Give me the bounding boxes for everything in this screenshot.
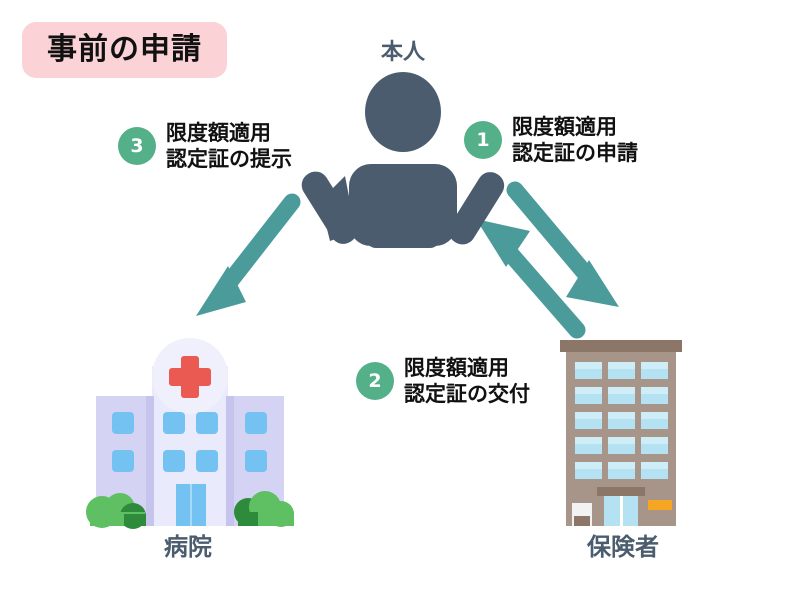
- node-label-insurer: 保険者: [587, 533, 659, 561]
- step-3-number: 3: [118, 127, 156, 166]
- hospital-wing-right-edge: [226, 396, 234, 526]
- hospital-entrance-split: [190, 484, 192, 526]
- person-head: [365, 72, 441, 152]
- step-2-label: 限度額適用 認定証の交付: [404, 355, 530, 408]
- step-1-label: 限度額適用 認定証の申請: [512, 114, 638, 167]
- step-2-line-2: 認定証の交付: [404, 382, 530, 407]
- red-cross-icon: [169, 356, 211, 398]
- title-badge: 事前の申請: [22, 22, 227, 78]
- step-1: 1 限度額適用 認定証の申請: [464, 114, 638, 167]
- hospital-bushes: [86, 491, 294, 529]
- step-3: 3 限度額適用 認定証の提示: [118, 120, 292, 173]
- step-3-line-1: 限度額適用: [166, 121, 271, 145]
- insurer-side-box-base: [574, 516, 590, 526]
- arrow-step-2: [476, 219, 586, 339]
- person-arm-right-bar: [448, 172, 505, 245]
- insurer-window-highlights: [575, 362, 668, 469]
- node-label-hospital: 病院: [164, 533, 212, 561]
- hospital-wing-left-edge: [146, 396, 154, 526]
- node-label-person: 本人: [380, 40, 425, 65]
- insurer-entrance-canopy: [597, 487, 645, 496]
- arrow-step-1: [506, 181, 619, 307]
- arrow-step-3: [196, 193, 301, 316]
- page-title: 事前の申請: [47, 32, 202, 67]
- step-2: 2 限度額適用 認定証の交付: [356, 355, 530, 408]
- step-1-line-1: 限度額適用: [512, 115, 617, 139]
- step-2-line-1: 限度額適用: [404, 356, 509, 380]
- step-2-number: 2: [356, 362, 394, 401]
- step-1-number: 1: [464, 121, 502, 160]
- step-3-line-2: 認定証の提示: [166, 147, 292, 172]
- person-lower-body: [369, 225, 437, 247]
- step-3-label: 限度額適用 認定証の提示: [166, 120, 292, 173]
- insurer-sign: [648, 500, 672, 510]
- person-arm-left-bar: [301, 171, 358, 244]
- insurer-roof: [560, 340, 682, 352]
- hospital-windows: [112, 412, 267, 472]
- insurer-door-split: [620, 496, 623, 526]
- step-1-line-2: 認定証の申請: [512, 141, 638, 166]
